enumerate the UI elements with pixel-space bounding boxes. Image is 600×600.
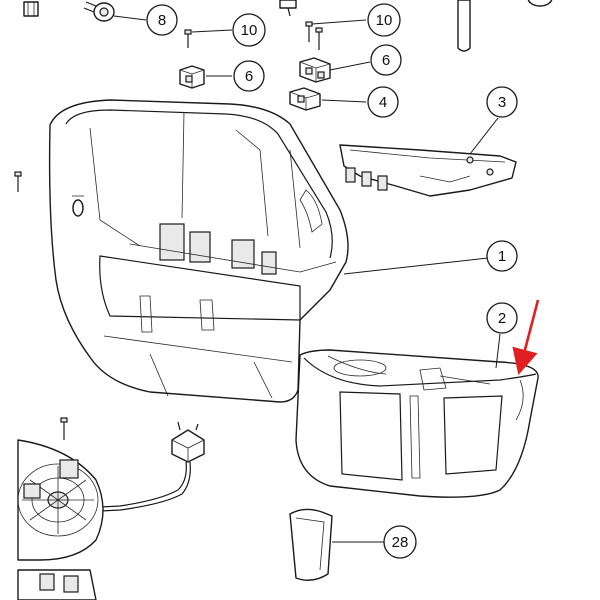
part-3-control-board [339,144,517,197]
callout-2: 2 [486,302,518,334]
callout-4: 4 [367,86,399,118]
red-highlight-arrow [512,299,540,376]
part-6-switch-left [179,65,205,89]
part-10-screw-left [184,29,192,48]
fan-assembly [17,439,104,561]
power-plug-and-cable [79,421,205,513]
screw-lower-left [60,417,68,440]
bottom-left-bracket [17,569,97,600]
callout-6-right: 6 [370,44,402,76]
callout-10-right-label: 10 [376,12,393,29]
callout-1-label: 1 [498,248,506,265]
callout-10-left: 10 [232,13,266,47]
leader-lines [113,15,501,543]
part-1-main-housing [48,99,349,403]
callout-6-left-label: 6 [245,68,253,85]
top-right-rod [457,0,553,52]
callout-10-right: 10 [367,3,401,37]
part-8-bushing [83,1,115,22]
callout-4-label: 4 [379,94,387,111]
part-28-small-cover [289,508,333,581]
side-screw [14,171,22,192]
callout-3-label: 3 [498,94,506,111]
callout-6-left: 6 [233,60,265,92]
part-6-switch-right [299,57,331,83]
callout-1: 1 [486,240,518,272]
callout-3: 3 [486,86,518,118]
callout-8-label: 8 [158,12,166,29]
callout-10-left-label: 10 [241,22,258,39]
callout-6-right-label: 6 [382,52,390,69]
part-2-front-cover [295,349,539,498]
part-4-switch [289,87,321,111]
part-10-screws-right [305,21,323,50]
callout-28-label: 28 [392,534,409,551]
callout-28: 28 [383,525,417,559]
top-center-connector [279,0,297,17]
callout-2-label: 2 [498,310,506,327]
callout-8: 8 [146,4,178,36]
top-left-connector [23,1,39,17]
